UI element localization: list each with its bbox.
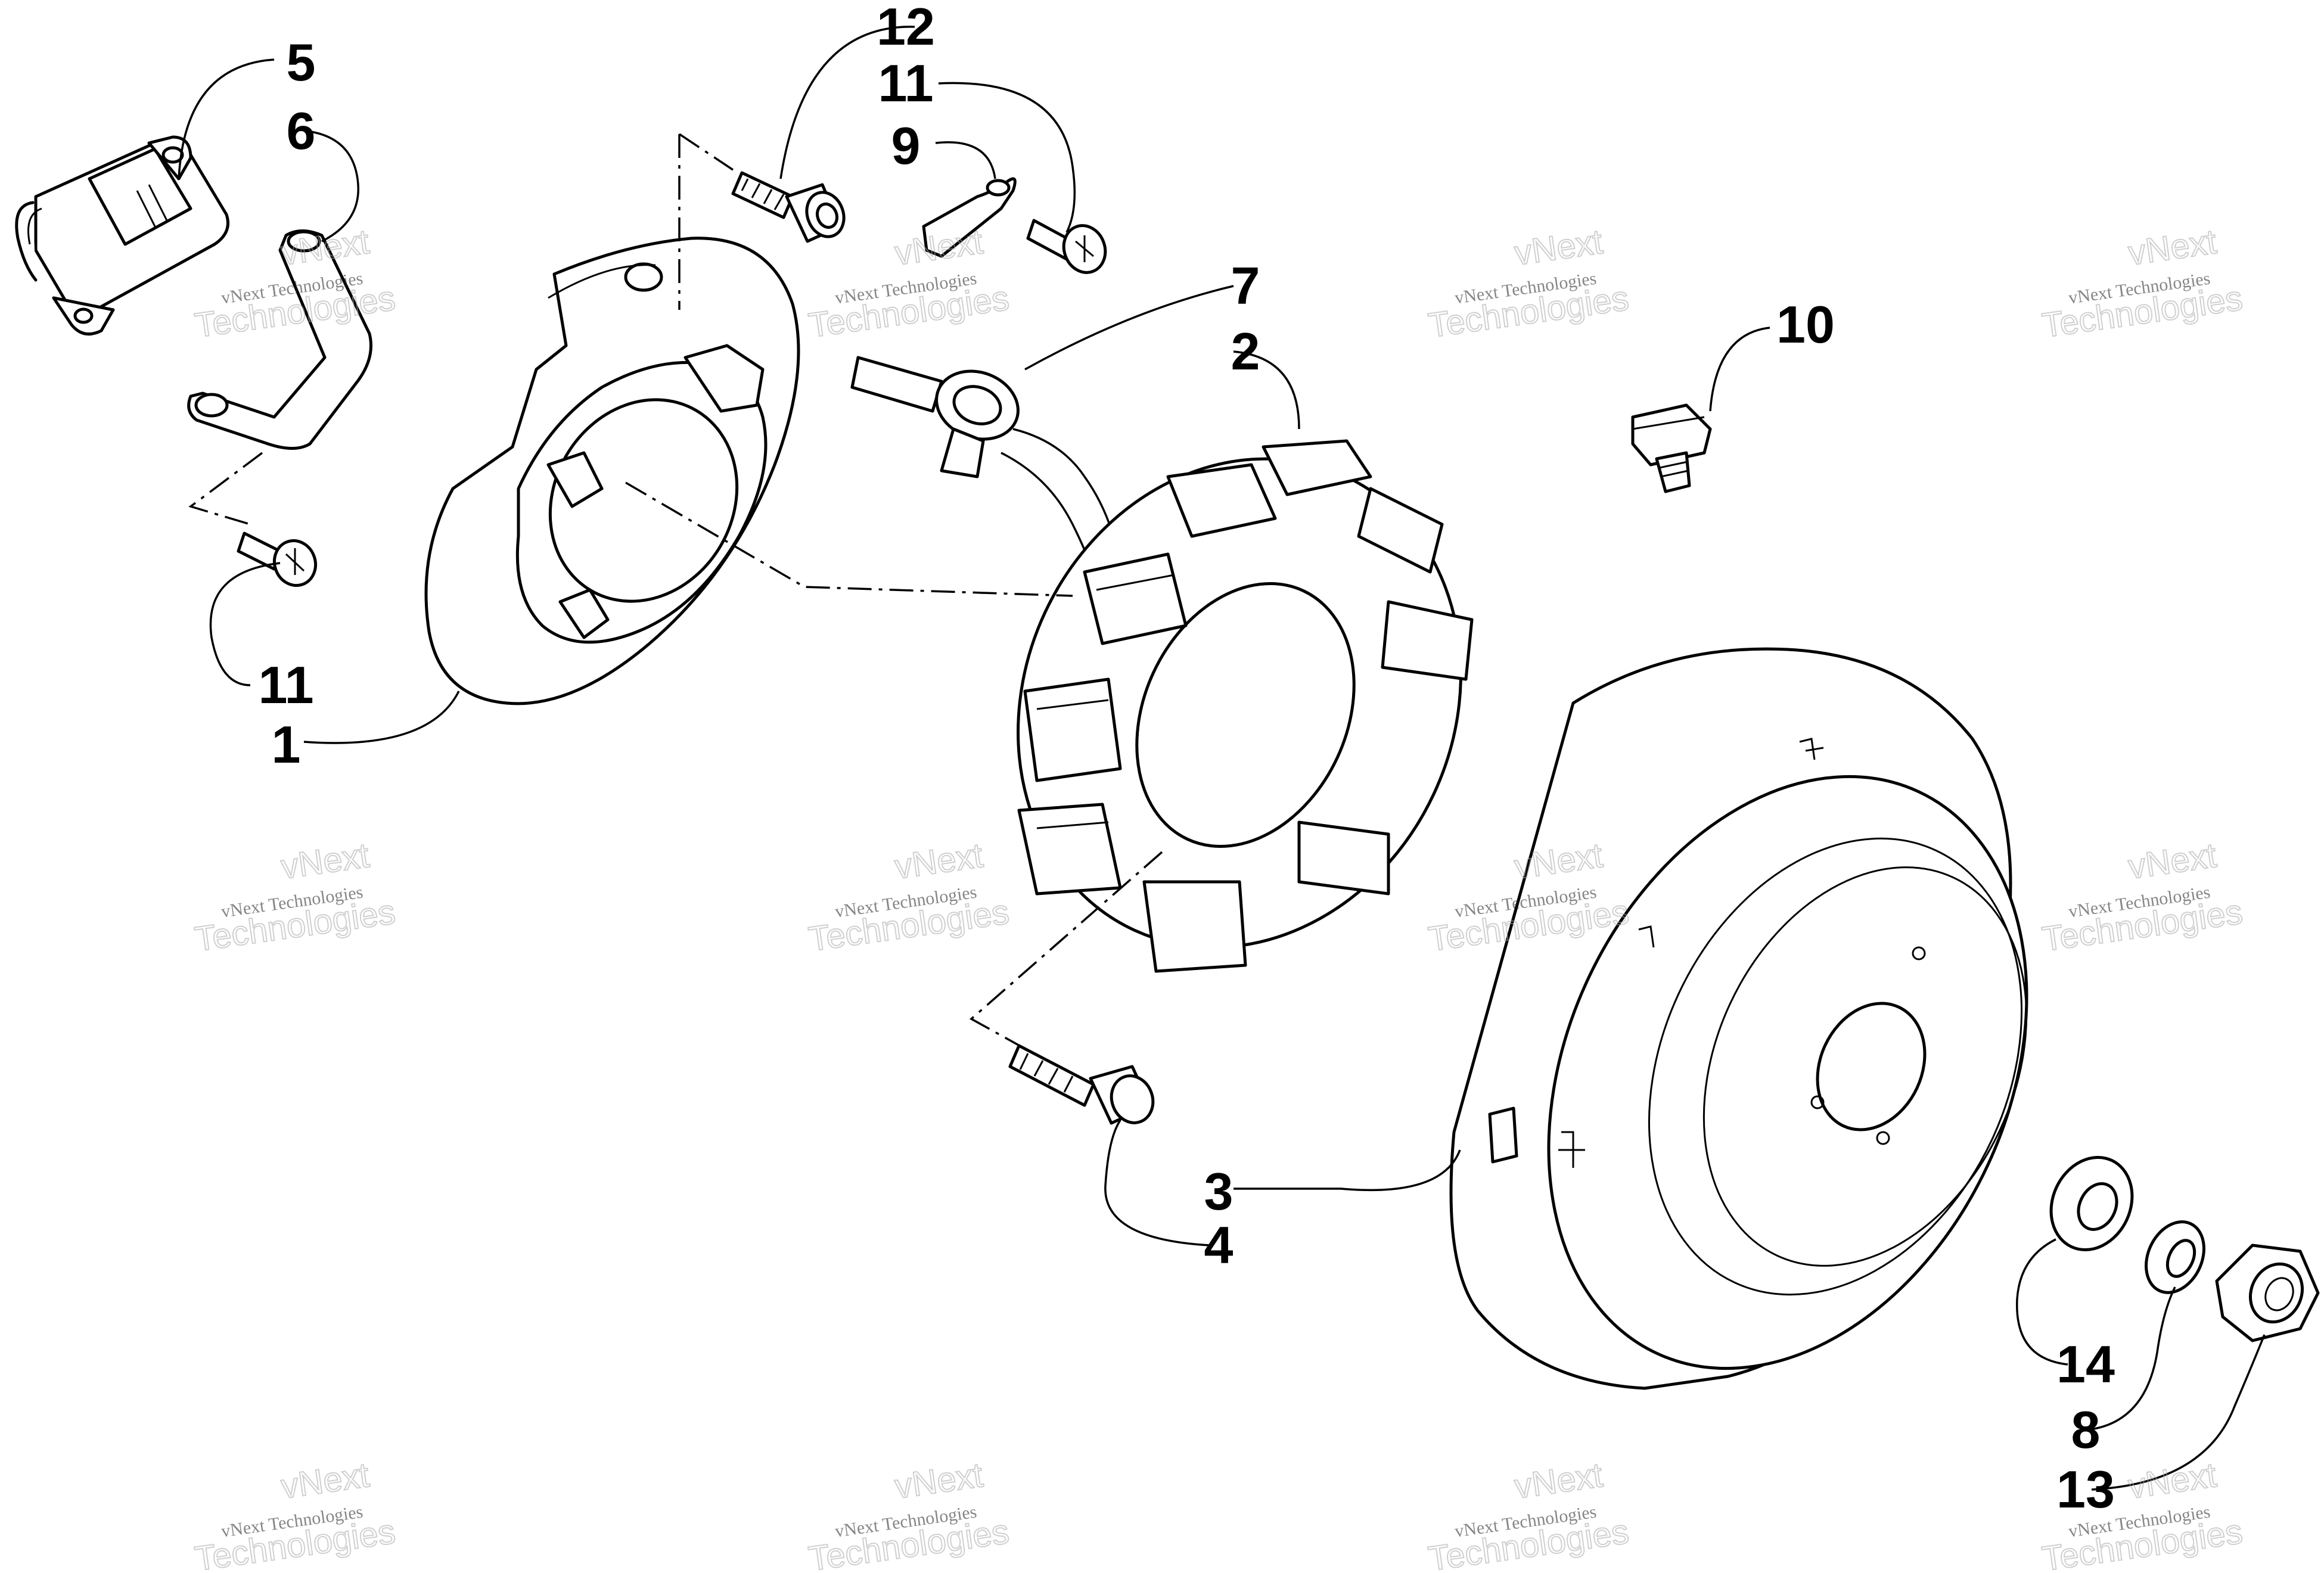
part-2-stator: [1017, 439, 1474, 973]
callout-4: 4: [1204, 1216, 1234, 1274]
callout-9: 9: [891, 116, 921, 175]
part-14-washer: [2049, 1155, 2134, 1252]
watermark-top: vNext: [2126, 1456, 2219, 1506]
watermark-top: vNext: [893, 836, 986, 887]
part-10-bolt: [1631, 403, 1712, 493]
callout-1: 1: [272, 715, 301, 774]
watermark-top: vNext: [279, 222, 372, 273]
watermark-top: vNext: [2126, 836, 2219, 887]
callout-3: 3: [1204, 1162, 1234, 1221]
part-12-screw: [731, 171, 846, 243]
callout-12: 12: [877, 0, 935, 56]
callout-10: 10: [1776, 295, 1835, 354]
part-11-screw-left: [237, 531, 317, 587]
callout-11-left: 11: [258, 655, 313, 714]
part-1-stator-plate: [424, 237, 800, 705]
part-6-bracket: [187, 229, 372, 450]
part-5-regulator: [15, 135, 229, 336]
callout-7: 7: [1231, 256, 1260, 315]
callout-5: 5: [287, 33, 316, 92]
part-9-clip: [922, 177, 1017, 258]
callout-14: 14: [2056, 1335, 2115, 1394]
center-lines: [188, 133, 1163, 1050]
watermark-top: vNext: [279, 836, 372, 887]
callout-13: 13: [2056, 1460, 2115, 1519]
part-11-screw-top: [1026, 219, 1107, 274]
part-13-nut: [2215, 1244, 2320, 1342]
part-7-wire-grommet: [850, 356, 1121, 585]
watermark-top: vNext: [279, 1456, 372, 1506]
watermark-top: vNext: [1512, 1456, 1605, 1506]
part-8-lock-washer: [2145, 1220, 2205, 1294]
leader-lines: [178, 26, 2266, 1491]
watermark-top: vNext: [893, 1456, 986, 1506]
callout-2: 2: [1231, 322, 1260, 381]
part-3-flywheel: [1449, 647, 2028, 1390]
callout-numbers: 5 6 12 11 9 7 2 10 11 1 3 4 14 8 13: [258, 0, 2115, 1519]
callout-6: 6: [287, 101, 316, 160]
watermark-top: vNext: [2126, 222, 2219, 273]
part-4-screw: [1008, 1044, 1155, 1125]
watermark-top: vNext: [1512, 222, 1605, 273]
callout-8: 8: [2071, 1400, 2101, 1459]
watermark-top: vNext: [893, 222, 986, 273]
callout-11-top: 11: [878, 54, 933, 113]
